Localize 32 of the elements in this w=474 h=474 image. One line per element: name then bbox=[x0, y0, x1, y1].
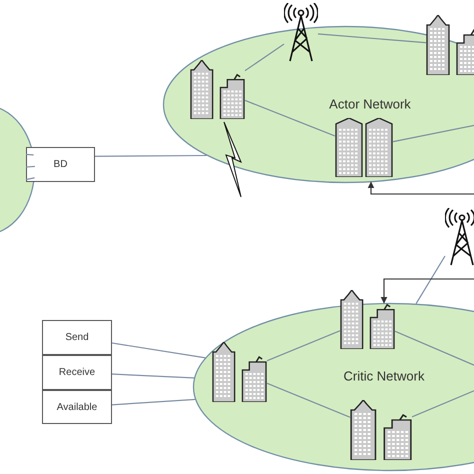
connector-line bbox=[244, 44, 284, 72]
status-cell: Available bbox=[42, 390, 112, 424]
radio-tower-icon bbox=[445, 208, 474, 266]
device-box: BD bbox=[26, 147, 95, 182]
connector-line bbox=[26, 177, 35, 180]
buildings-icon bbox=[426, 15, 474, 75]
buildings-icon bbox=[340, 290, 395, 349]
buildings-icon bbox=[350, 400, 412, 460]
connector-line bbox=[26, 154, 34, 156]
network-label: Actor Network bbox=[329, 96, 411, 112]
arrow bbox=[380, 278, 474, 304]
status-cell: Send bbox=[42, 320, 112, 355]
connector-line bbox=[95, 154, 207, 157]
connector-line bbox=[266, 382, 350, 418]
connector-line bbox=[416, 256, 446, 304]
buildings-icon bbox=[212, 342, 267, 402]
buildings-icon bbox=[335, 118, 393, 177]
connector-line bbox=[394, 330, 474, 366]
connector-line bbox=[244, 100, 336, 137]
status-cell: Receive bbox=[42, 355, 112, 390]
arrow bbox=[368, 182, 474, 195]
connector-line bbox=[266, 330, 340, 362]
connector-line bbox=[112, 374, 194, 378]
connector-line bbox=[318, 33, 426, 44]
network-label: Critic Network bbox=[344, 368, 424, 384]
buildings-icon bbox=[190, 60, 245, 119]
connector-line bbox=[112, 342, 206, 358]
radio-tower-icon bbox=[284, 3, 318, 62]
connector-line bbox=[412, 390, 474, 418]
connector-line bbox=[392, 124, 474, 142]
connector-line bbox=[112, 398, 196, 406]
connector-line bbox=[26, 166, 35, 168]
